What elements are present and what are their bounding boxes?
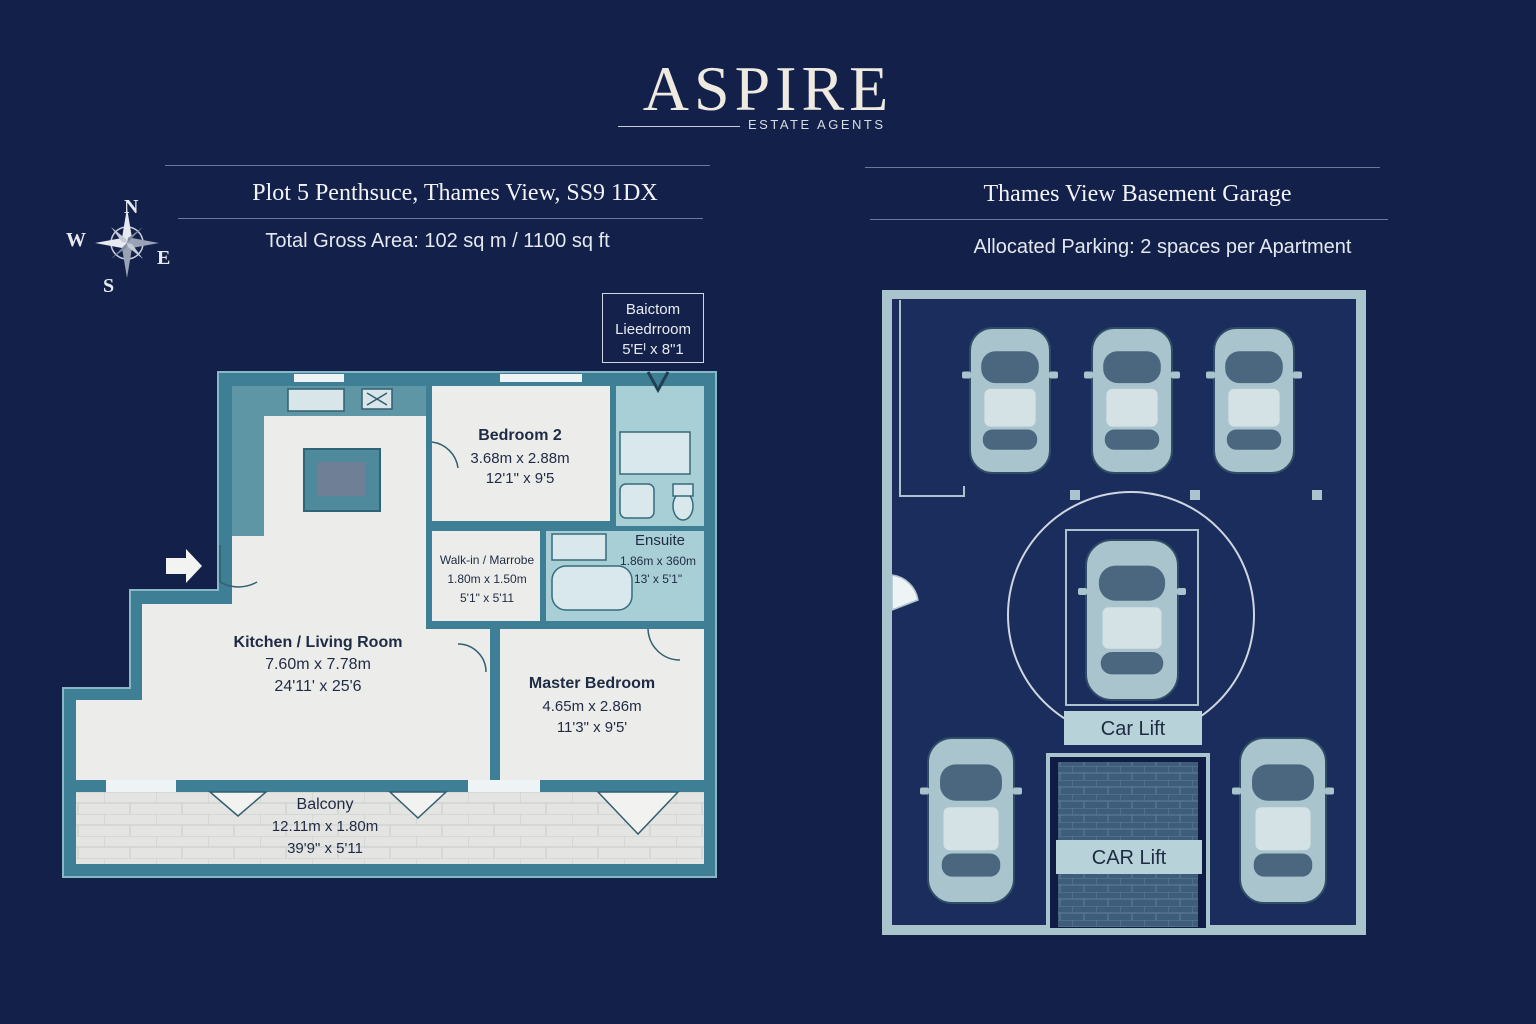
kitchen-floor [76, 386, 490, 780]
wall-hall-west [610, 386, 616, 526]
car-lift-lower-label-box [1056, 840, 1202, 874]
garage-title: Thames View Basement Garage [983, 181, 1292, 207]
car-space-5-car-icon [1232, 737, 1334, 904]
master-floor [500, 629, 704, 780]
car-lift-label: Car Lift [1100, 718, 1166, 740]
wall-bedroom2-west [426, 386, 432, 626]
compass-south-label: S [103, 275, 115, 297]
compass-east-label: E [157, 247, 171, 269]
marker-3 [1312, 490, 1322, 500]
compass-north-label: N [124, 196, 139, 218]
tag-line-1: Baictom [625, 301, 681, 318]
basin [619, 483, 655, 519]
wall-balcony-north [76, 780, 704, 792]
garage-plan [882, 290, 1366, 935]
plan-title: Plot 5 Penthsuce, Thames View, SS9 1DX [252, 180, 658, 206]
garage-door-swing [891, 574, 919, 612]
kitchen-counter-side [232, 386, 264, 536]
balcony-imperial: 39'9" x 5'11 [287, 840, 363, 857]
brand-tagline: ESTATE AGENTS [748, 117, 886, 132]
ensuite-name: Ensuite [634, 532, 686, 549]
car-space-1-car-icon [962, 327, 1058, 474]
car-space-2-car-icon [1084, 327, 1180, 474]
entrance-door-swing [219, 545, 258, 588]
garage-title-rule-top [865, 167, 1380, 168]
tag-line-3: 5'Eᴵ x 8"1 [622, 341, 684, 358]
car-lift-label-box [1064, 711, 1202, 745]
bedroom2-name: Bedroom 2 [478, 427, 562, 444]
garage-title-rule-bottom [870, 219, 1388, 220]
wall-master-west [490, 625, 500, 780]
car-space-4-car-icon [920, 737, 1022, 904]
master-imperial: 11'3" x 9'5' [556, 719, 628, 736]
ensuite-metric: 1.86m x 360m [619, 554, 697, 568]
plan-title-rule-bottom [178, 218, 703, 219]
balcony-bedroom-tag: Baictom Lieedrroom 5'Eᴵ x 8"1 [602, 293, 704, 363]
balcony-name: Balcony [296, 796, 354, 813]
wall-master-north [426, 621, 704, 629]
master-metric: 4.65m x 2.86m [542, 698, 642, 715]
kitchen-imperial: 24'11' x 25'6 [274, 678, 362, 695]
shower-tray [619, 431, 691, 475]
tag-line-2: Lieedrroom [615, 321, 691, 338]
walkin-name: Walk-in / Marrobe [439, 553, 535, 567]
kitchen-name: Kitchen / Living Room [233, 634, 403, 651]
entrance-arrow [166, 549, 202, 583]
car-space-3-car-icon [1206, 327, 1302, 474]
brand-logo: ASPIRE [642, 53, 894, 124]
sink [287, 388, 345, 412]
bedroom2-floor [432, 386, 610, 521]
marker-1 [1070, 490, 1080, 500]
compass-star-icon [95, 208, 159, 278]
bath [551, 565, 633, 611]
compass-rose: N W E S [60, 192, 185, 297]
marker-2 [1190, 490, 1200, 500]
bedroom2-metric: 3.68m x 2.88m [470, 450, 570, 467]
walkin-imperial: 5'1" x 5'11 [460, 591, 514, 605]
walkin-floor [432, 531, 540, 623]
plan-total-area: Total Gross Area: 102 sq m / 1100 sq ft [265, 230, 610, 252]
balcony-floor [76, 792, 704, 864]
ensuite-imperial: 13' x 5'1" [633, 572, 683, 586]
plan-title-rule-top [165, 165, 710, 166]
garage-parking-note: Allocated Parking: 2 spaces per Apartmen… [973, 236, 1352, 258]
car-on-lift-car-icon [1078, 539, 1186, 701]
car-lift-lower-label: CAR Lift [1091, 847, 1167, 869]
wall-bedroom2-south [426, 521, 614, 529]
master-name: Master Bedroom [528, 675, 656, 692]
brand-divider-left [618, 126, 740, 127]
bedroom2-imperial: 12'1" x 9'5 [485, 470, 555, 487]
compass-west-label: W [66, 229, 86, 251]
wall-walkin-east [540, 529, 546, 625]
balcony-metric: 12.11m x 1.80m [271, 818, 379, 835]
car-lift-bay [1065, 529, 1199, 706]
walkin-metric: 1.80m x 1.50m [447, 572, 527, 586]
kitchen-metric: 7.60m x 7.78m [265, 656, 371, 673]
